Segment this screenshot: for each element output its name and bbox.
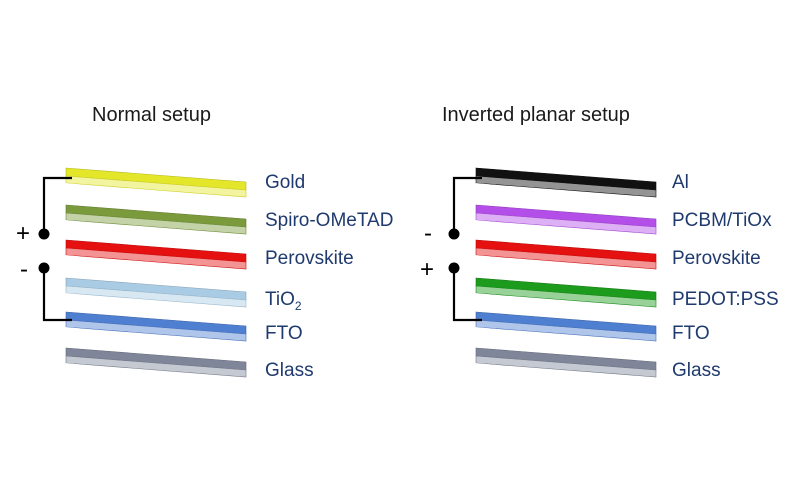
normal-layer-label-glass: Glass xyxy=(265,360,314,381)
inverted-layer-label-pcbm: PCBM/TiOx xyxy=(672,210,772,231)
normal-layer-perovskite xyxy=(65,239,247,270)
inverted-layer-perovskite xyxy=(475,239,657,270)
top-terminal-dot xyxy=(38,228,50,240)
inverted-layer-label-pedot: PEDOT:PSS xyxy=(672,289,779,310)
inverted-layer-glass xyxy=(475,347,657,378)
bottom-terminal-dot xyxy=(38,262,50,274)
inverted-layer-pcbm xyxy=(475,204,657,235)
normal-layer-spiro xyxy=(65,204,247,235)
normal-layer-tio2 xyxy=(65,277,247,308)
normal-layer-label-tio2: TiO2 xyxy=(265,289,302,313)
inverted-setup-title: Inverted planar setup xyxy=(442,104,630,126)
inverted-layer-al xyxy=(475,167,657,198)
inverted-stack xyxy=(448,167,657,378)
inverted-layer-pedot xyxy=(475,277,657,308)
normal-setup-title: Normal setup xyxy=(92,104,211,126)
inverted-bottom-terminal-sign: + xyxy=(420,256,435,283)
normal-layer-label-fto: FTO xyxy=(265,323,303,344)
top-terminal-dot xyxy=(448,228,460,240)
inverted-layer-label-fto: FTO xyxy=(672,323,710,344)
normal-bottom-terminal-sign: - xyxy=(20,256,28,283)
normal-top-terminal-sign: + xyxy=(16,220,31,247)
top-wire xyxy=(452,176,482,234)
inverted-layer-label-glass: Glass xyxy=(672,360,721,381)
normal-layer-label-perovskite: Perovskite xyxy=(265,248,354,269)
inverted-top-terminal-sign: - xyxy=(424,220,432,247)
inverted-layer-fto xyxy=(475,311,657,342)
inverted-layer-label-perovskite: Perovskite xyxy=(672,248,761,269)
normal-layer-glass xyxy=(65,347,247,378)
normal-layer-gold xyxy=(65,167,247,198)
bottom-wire xyxy=(42,268,72,322)
normal-stack xyxy=(38,167,247,378)
normal-layer-fto xyxy=(65,311,247,342)
bottom-wire xyxy=(452,268,482,322)
bottom-terminal-dot xyxy=(448,262,460,274)
normal-layer-label-spiro: Spiro-OMeTAD xyxy=(265,210,394,231)
normal-layer-label-gold: Gold xyxy=(265,172,306,193)
top-wire xyxy=(42,176,72,234)
inverted-layer-label-al: Al xyxy=(672,172,689,193)
